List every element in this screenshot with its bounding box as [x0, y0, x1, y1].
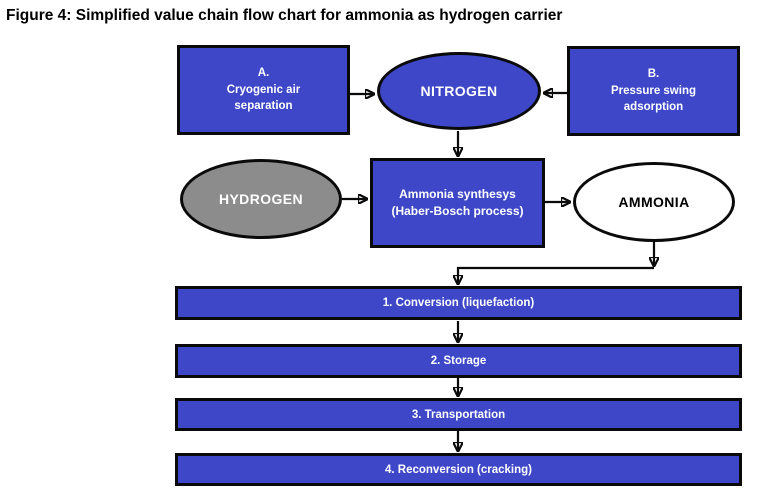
node-pressure-swing-adsorption: B. Pressure swing adsorption [567, 46, 740, 136]
node-cryogenic-air-separation: A. Cryogenic air separation [177, 45, 350, 135]
node-ammonia: AMMONIA [573, 162, 735, 242]
chain-step-label: 2. Storage [430, 355, 487, 367]
node-nitrogen: NITROGEN [377, 52, 541, 130]
node-hydrogen: HYDROGEN [180, 159, 342, 239]
chain-step-label: 3. Transportation [411, 408, 506, 421]
node-label: A. Cryogenic air separation [226, 66, 301, 113]
chain-step-storage: 2. Storage [175, 344, 742, 378]
node-label: Ammonia synthesys (Haber-Bosch process) [391, 186, 524, 218]
figure-title: Figure 4: Simplified value chain flow ch… [6, 7, 563, 24]
chain-step-label: 1. Conversion (liquefaction) [382, 297, 535, 309]
node-ammonia-synthesis: Ammonia synthesys (Haber-Bosch process) [370, 158, 545, 248]
node-label: HYDROGEN [218, 191, 304, 207]
chain-step-conversion: 1. Conversion (liquefaction) [175, 286, 742, 320]
chain-step-reconversion: 4. Reconversion (cracking) [175, 453, 742, 486]
chain-step-transportation: 3. Transportation [175, 398, 742, 431]
node-label: AMMONIA [618, 194, 690, 210]
arrow-elbow-to-conversion [458, 266, 654, 284]
chain-step-label: 4. Reconversion (cracking) [385, 463, 532, 476]
node-label: B. Pressure swing adsorption [610, 67, 696, 114]
node-label: NITROGEN [420, 83, 498, 99]
